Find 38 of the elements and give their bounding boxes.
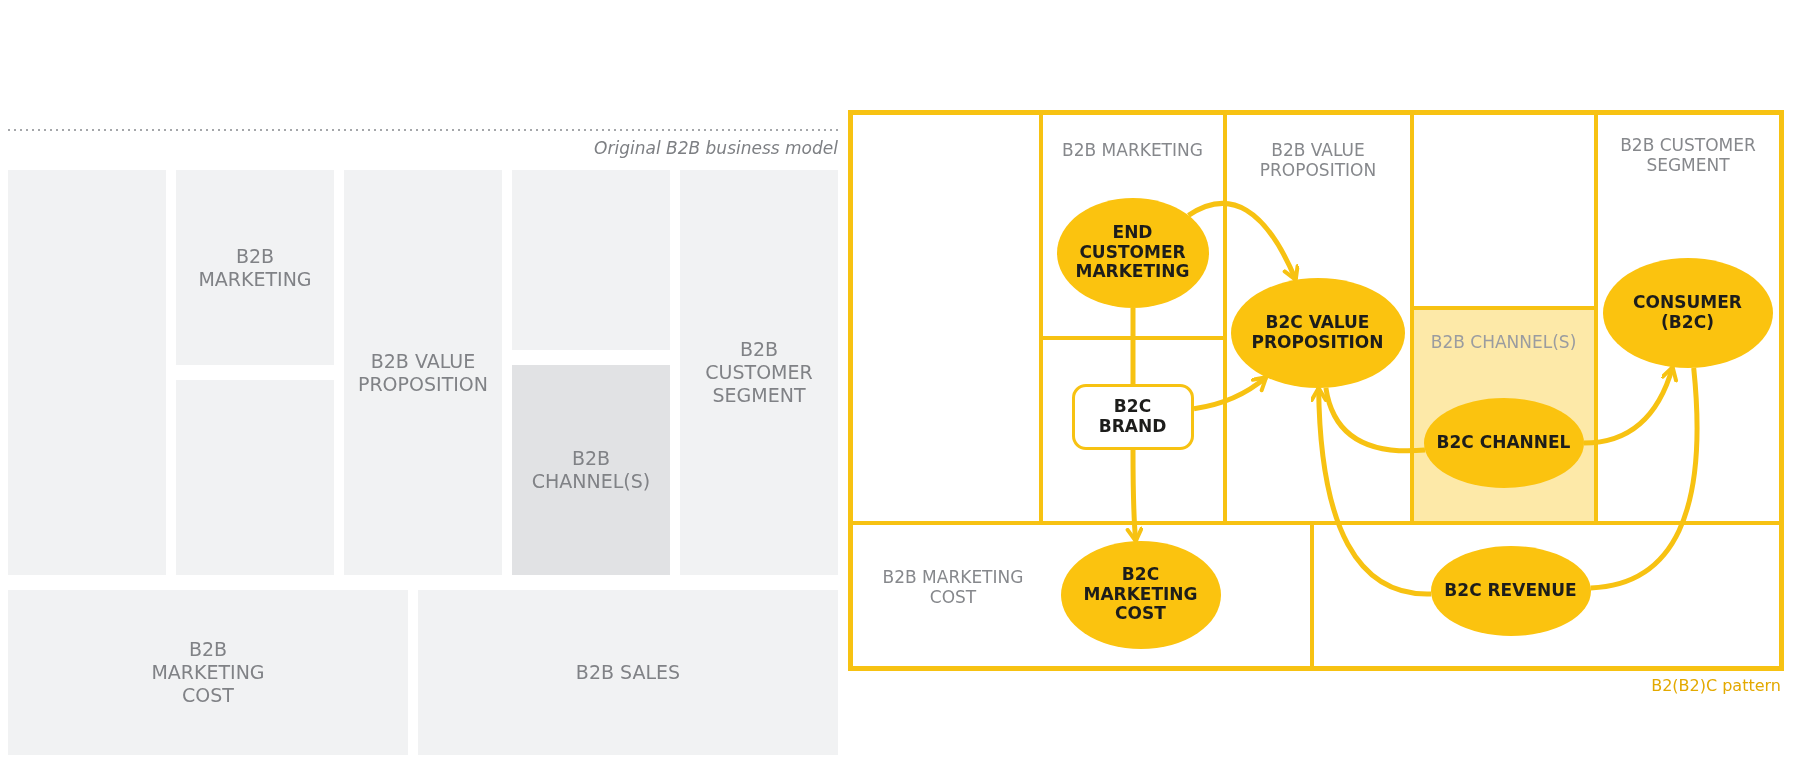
canvas-cell [851,523,1312,668]
cell-label: B2B CUSTOMER SEGMENT [1619,135,1757,176]
block-label: B2B MARKETING COST [150,638,266,707]
empty-canvas-cell [851,113,1041,523]
cell-label: B2B VALUE PROPOSITION [1258,140,1378,181]
block-label: B2B CHANNEL(S) [530,447,652,493]
cell-label: B2B MARKETING [1061,140,1204,161]
block-label: B2B VALUE PROPOSITION [356,349,490,396]
cell-label: B2B MARKETING COST [881,567,1025,608]
empty-canvas-cell [1041,338,1225,523]
arrow [1125,450,1144,544]
cell-label: B2B CHANNEL(S) [1429,332,1578,353]
blob-label: END CUSTOMER MARKETING [1074,223,1191,282]
block-label: B2B SALES [575,661,681,684]
canvas-cell [1225,113,1412,523]
blob-label: B2C CHANNEL [1435,432,1572,453]
canvas-cell [1412,308,1596,523]
blob-label: B2C MARKETING COST [1082,565,1199,624]
blob-label: B2C BRAND [1097,396,1168,437]
connector-line [1590,367,1700,591]
canvas-caption: Original B2B business model [594,138,838,158]
empty-canvas-cell [1312,523,1781,668]
canvas-cell [1596,113,1781,523]
arrow [1310,386,1432,597]
canvas-cell [1041,113,1225,338]
block-label: B2B MARKETING [197,244,313,291]
frame-caption: B2(B2)C pattern [1651,676,1781,695]
blob-label: B2C REVENUE [1443,580,1578,601]
connector-line [1323,387,1426,454]
block-label: B2B CUSTOMER SEGMENT [704,338,814,407]
blob-label: B2C VALUE PROPOSITION [1250,312,1385,353]
arrow [1187,201,1300,282]
rounded-box [1071,383,1194,450]
arrow [1193,375,1269,412]
blob-label: CONSUMER (B2C) [1632,292,1743,333]
canvas-block [512,365,670,575]
connector-line [1130,308,1136,384]
arrow [1583,365,1678,446]
